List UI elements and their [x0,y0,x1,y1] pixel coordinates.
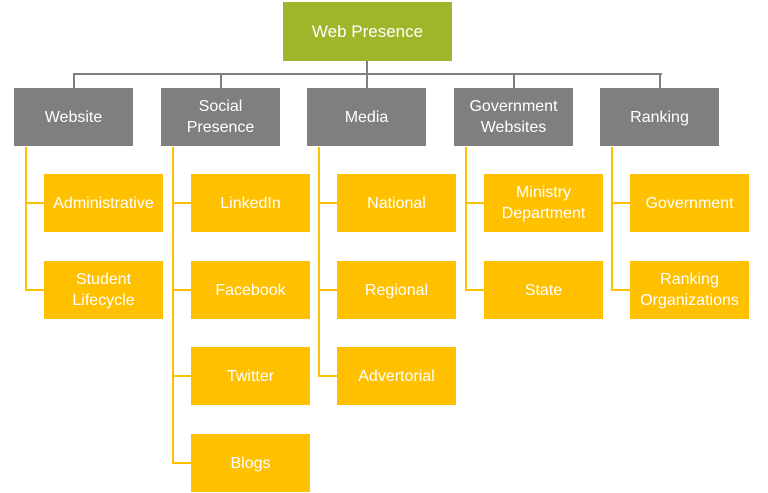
category-trunk-connector [611,147,613,291]
category-trunk-connector [465,147,467,291]
leaf-node: Advertorial [337,347,456,405]
leaf-branch-connector [465,202,485,204]
leaf-node: Twitter [191,347,310,405]
leaf-branch-connector [172,375,192,377]
category-stem-connector [513,74,515,88]
leaf-node: Government [630,174,749,232]
category-node: Media [307,88,426,146]
leaf-node: LinkedIn [191,174,310,232]
leaf-branch-connector [172,202,192,204]
leaf-node: State [484,261,603,319]
leaf-node: Student Lifecycle [44,261,163,319]
category-trunk-connector [25,147,27,291]
leaf-node: Facebook [191,261,310,319]
category-trunk-connector [318,147,320,377]
leaf-branch-connector [172,462,192,464]
leaf-node: Blogs [191,434,310,492]
leaf-branch-connector [25,289,45,291]
category-stem-connector [659,74,661,88]
leaf-branch-connector [172,289,192,291]
leaf-branch-connector [318,375,338,377]
leaf-node: Ranking Organizations [630,261,749,319]
leaf-node: Administrative [44,174,163,232]
leaf-branch-connector [465,289,485,291]
leaf-branch-connector [318,289,338,291]
category-stem-connector [220,74,222,88]
root-stem-connector [366,61,368,75]
leaf-branch-connector [318,202,338,204]
category-node: Website [14,88,133,146]
leaf-branch-connector [25,202,45,204]
category-node: Government Websites [454,88,573,146]
category-stem-connector [73,74,75,88]
leaf-node: Regional [337,261,456,319]
leaf-node: Ministry Department [484,174,603,232]
category-node: Social Presence [161,88,280,146]
category-node: Ranking [600,88,719,146]
category-trunk-connector [172,147,174,464]
leaf-branch-connector [611,289,631,291]
leaf-node: National [337,174,456,232]
category-stem-connector [366,74,368,88]
leaf-branch-connector [611,202,631,204]
root-node-web-presence: Web Presence [283,2,452,61]
